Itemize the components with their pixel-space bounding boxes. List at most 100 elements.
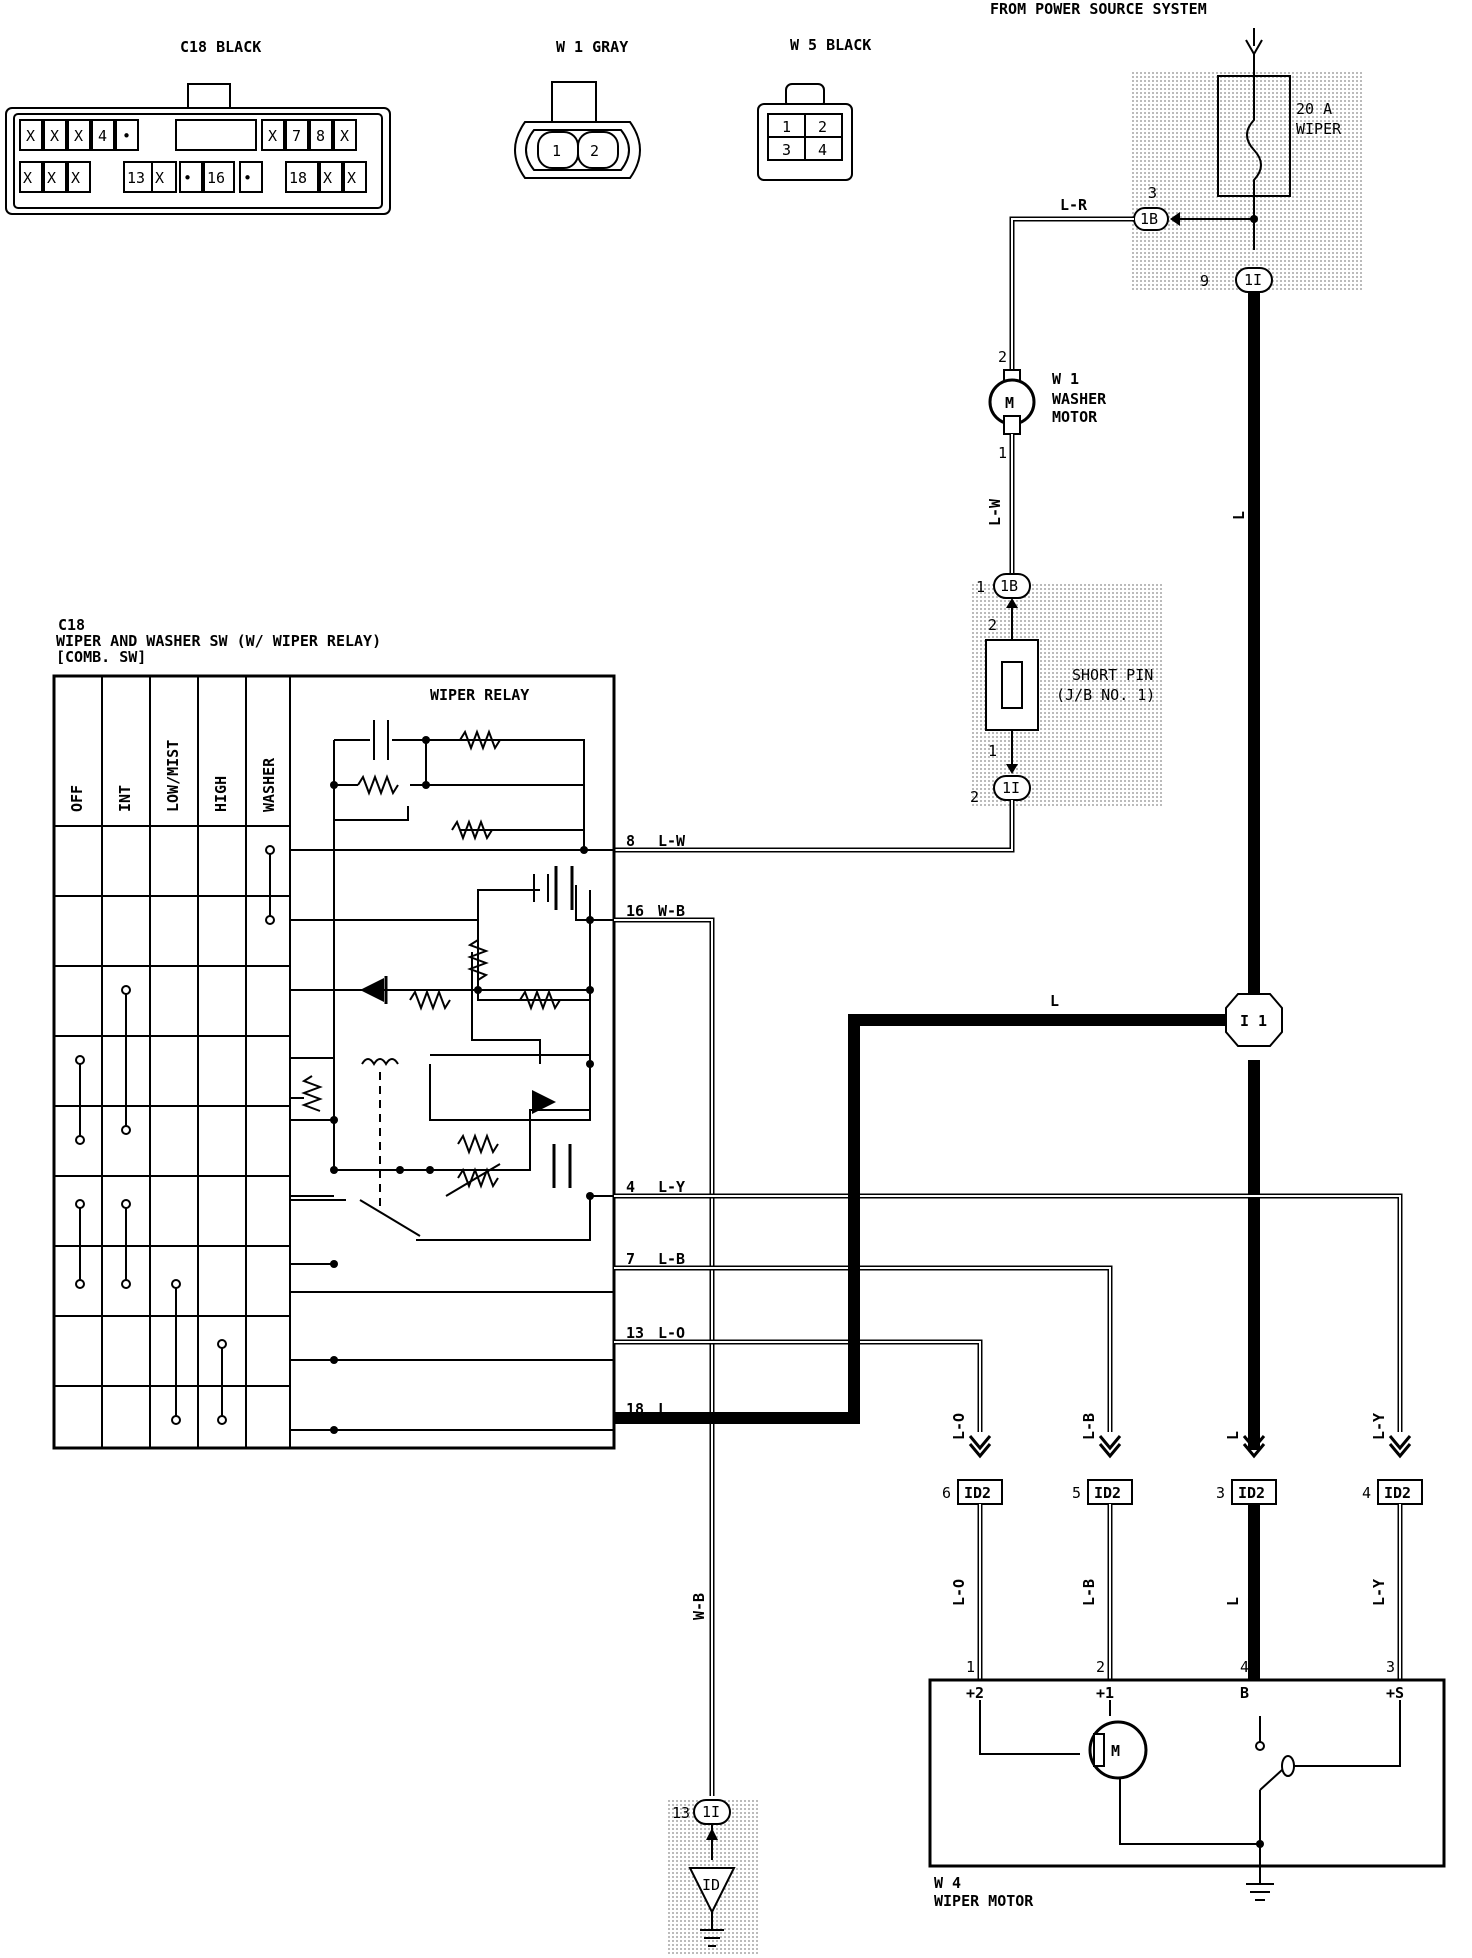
c18-bottom-pin: X [43,161,67,193]
id2-wire-top: L [1224,1431,1242,1440]
power-source: FROM POWER SOURCE SYSTEM 20 A WIPER 1B 3… [990,0,1364,520]
c18-top-pin-label: 8 [316,127,325,145]
ground-label: ID [702,1876,720,1894]
w5-pin-4: 4 [818,141,827,159]
switch-position-label: INT [116,785,134,812]
wiper-relay-circuit [289,720,614,1431]
w5-pin-3: 3 [782,141,791,159]
c18-top-pin-label: X [50,127,59,145]
c18-top-pin: 8 [309,119,333,151]
motor-pin-num: 3 [1386,1658,1395,1676]
ground-wire-label: W-B [690,1593,708,1620]
w5-connector-label: W 5 BLACK [790,36,871,54]
short-pin-pin-2-top: 2 [988,616,997,634]
junction-label: I 1 [1240,1012,1267,1030]
c18-bottom-pin: 13 [123,161,153,193]
washer-motor-id: W 1 [1052,370,1079,388]
id2-label: ID2 [1094,1484,1121,1502]
motor-terminal: +S [1386,1684,1404,1702]
id2-wire-bottom: L-O [950,1579,968,1606]
switch-title: WIPER AND WASHER SW (W/ WIPER RELAY) [56,632,381,650]
ground-conn-label: 1I [702,1803,720,1821]
motor-terminal: B [1240,1684,1249,1702]
washer-motor: M 2 1 W 1 WASHER MOTOR L-W [986,348,1107,526]
c18-top-pin [175,119,257,151]
wiper-motor-m: M [1111,1742,1120,1760]
ground-pin: 13 [672,1804,690,1822]
conn-1i-top-pin: 9 [1200,272,1209,290]
c18-top-pin: X [67,119,91,151]
w5-pin-1: 1 [782,118,791,136]
c18-bottom-pin: X [319,161,343,193]
fuse-name: WIPER [1296,120,1342,138]
c18-top-pin-label: 7 [292,127,301,145]
washer-motor-pin-2: 2 [998,348,1007,366]
wiper-motor: ID26L-OL-O1+2ID25L-BL-B2+1ID23LL4BID24L-… [928,1413,1446,1910]
c18-top-pin-label: 4 [98,127,107,145]
motor-pin-num: 1 [966,1658,975,1676]
switch-terminal-pin: 4 [626,1178,635,1196]
w5-connector-view: W 5 BLACK 1 2 3 4 [757,36,871,181]
switch-terminal-wire: L-O [658,1324,685,1342]
combination-switch: C18 WIPER AND WASHER SW (W/ WIPER RELAY)… [52,616,686,1450]
w1-connector-label: W 1 GRAY [556,38,628,56]
id2-wire-bottom: L-Y [1370,1579,1388,1606]
junction-wire-label: L [1050,992,1059,1010]
junction-i1: I 1 L [1050,992,1283,1047]
w1-pin-1: 1 [552,142,561,160]
short-pin-body [985,639,1039,731]
c18-bottom-pin-label: • [183,169,192,187]
id2-wire-bottom: L [1224,1597,1242,1606]
c18-bottom-pin: X [151,161,177,193]
c18-bottom-pin-label: 18 [289,169,307,187]
c18-top-pin-label: X [26,127,35,145]
id2-pin-num: 4 [1362,1484,1371,1502]
w1-pin-2: 2 [590,142,599,160]
c18-bottom-pin-label: • [243,169,252,187]
c18-top-pin: X [43,119,67,151]
motor-terminal: +1 [1096,1684,1114,1702]
wiper-motor-id: W 4 [934,1874,961,1892]
ground-point: 1I 13 ID W-B [666,1593,760,1956]
c18-top-pin-label: • [122,127,131,145]
c18-connector-label: C18 BLACK [180,38,261,56]
wiper-motor-box [928,1678,1446,1868]
short-pin-conn-1i: 1I [1002,779,1020,797]
id2-label: ID2 [1238,1484,1265,1502]
switch-position-label: OFF [68,785,86,812]
motor-terminal: +2 [966,1684,984,1702]
id2-pin-num: 5 [1072,1484,1081,1502]
power-source-label: FROM POWER SOURCE SYSTEM [990,0,1207,18]
switch-terminal-wire: L-Y [658,1178,685,1196]
short-pin-pin-2-bottom: 2 [970,788,979,806]
w5-pin-2: 2 [818,118,827,136]
id2-connectors: ID26L-OL-O1+2ID25L-BL-B2+1ID23LL4BID24L-… [942,1413,1423,1702]
switch-position-label: LOW/MIST [164,740,182,812]
id2-wire-top: L-Y [1370,1413,1388,1440]
switch-position-label: HIGH [212,776,230,812]
c18-top-pin: X [261,119,285,151]
washer-motor-m: M [1005,394,1014,412]
washer-wire-lw: L-W [986,498,1004,526]
switch-terminal-wire: L-B [658,1250,685,1268]
washer-motor-name-2: MOTOR [1052,408,1098,426]
short-pin-pin-1-top: 1 [976,578,985,596]
wire-lr-label: L-R [1060,196,1088,214]
c18-top-pin: 4 [91,119,115,151]
motor-pin-num: 2 [1096,1658,1105,1676]
conn-1i-top-label: 1I [1244,271,1262,289]
wire-l-vertical-label: L [1230,511,1248,520]
c18-bottom-pin-label: 13 [127,169,145,187]
short-pin-subtitle: (J/B NO. 1) [1056,686,1155,704]
c18-bottom-pin: X [343,161,367,193]
conn-1b-top-label: 1B [1140,210,1158,228]
switch-terminal-pin: 16 [626,902,644,920]
switch-terminal-wire: L [658,1400,667,1418]
